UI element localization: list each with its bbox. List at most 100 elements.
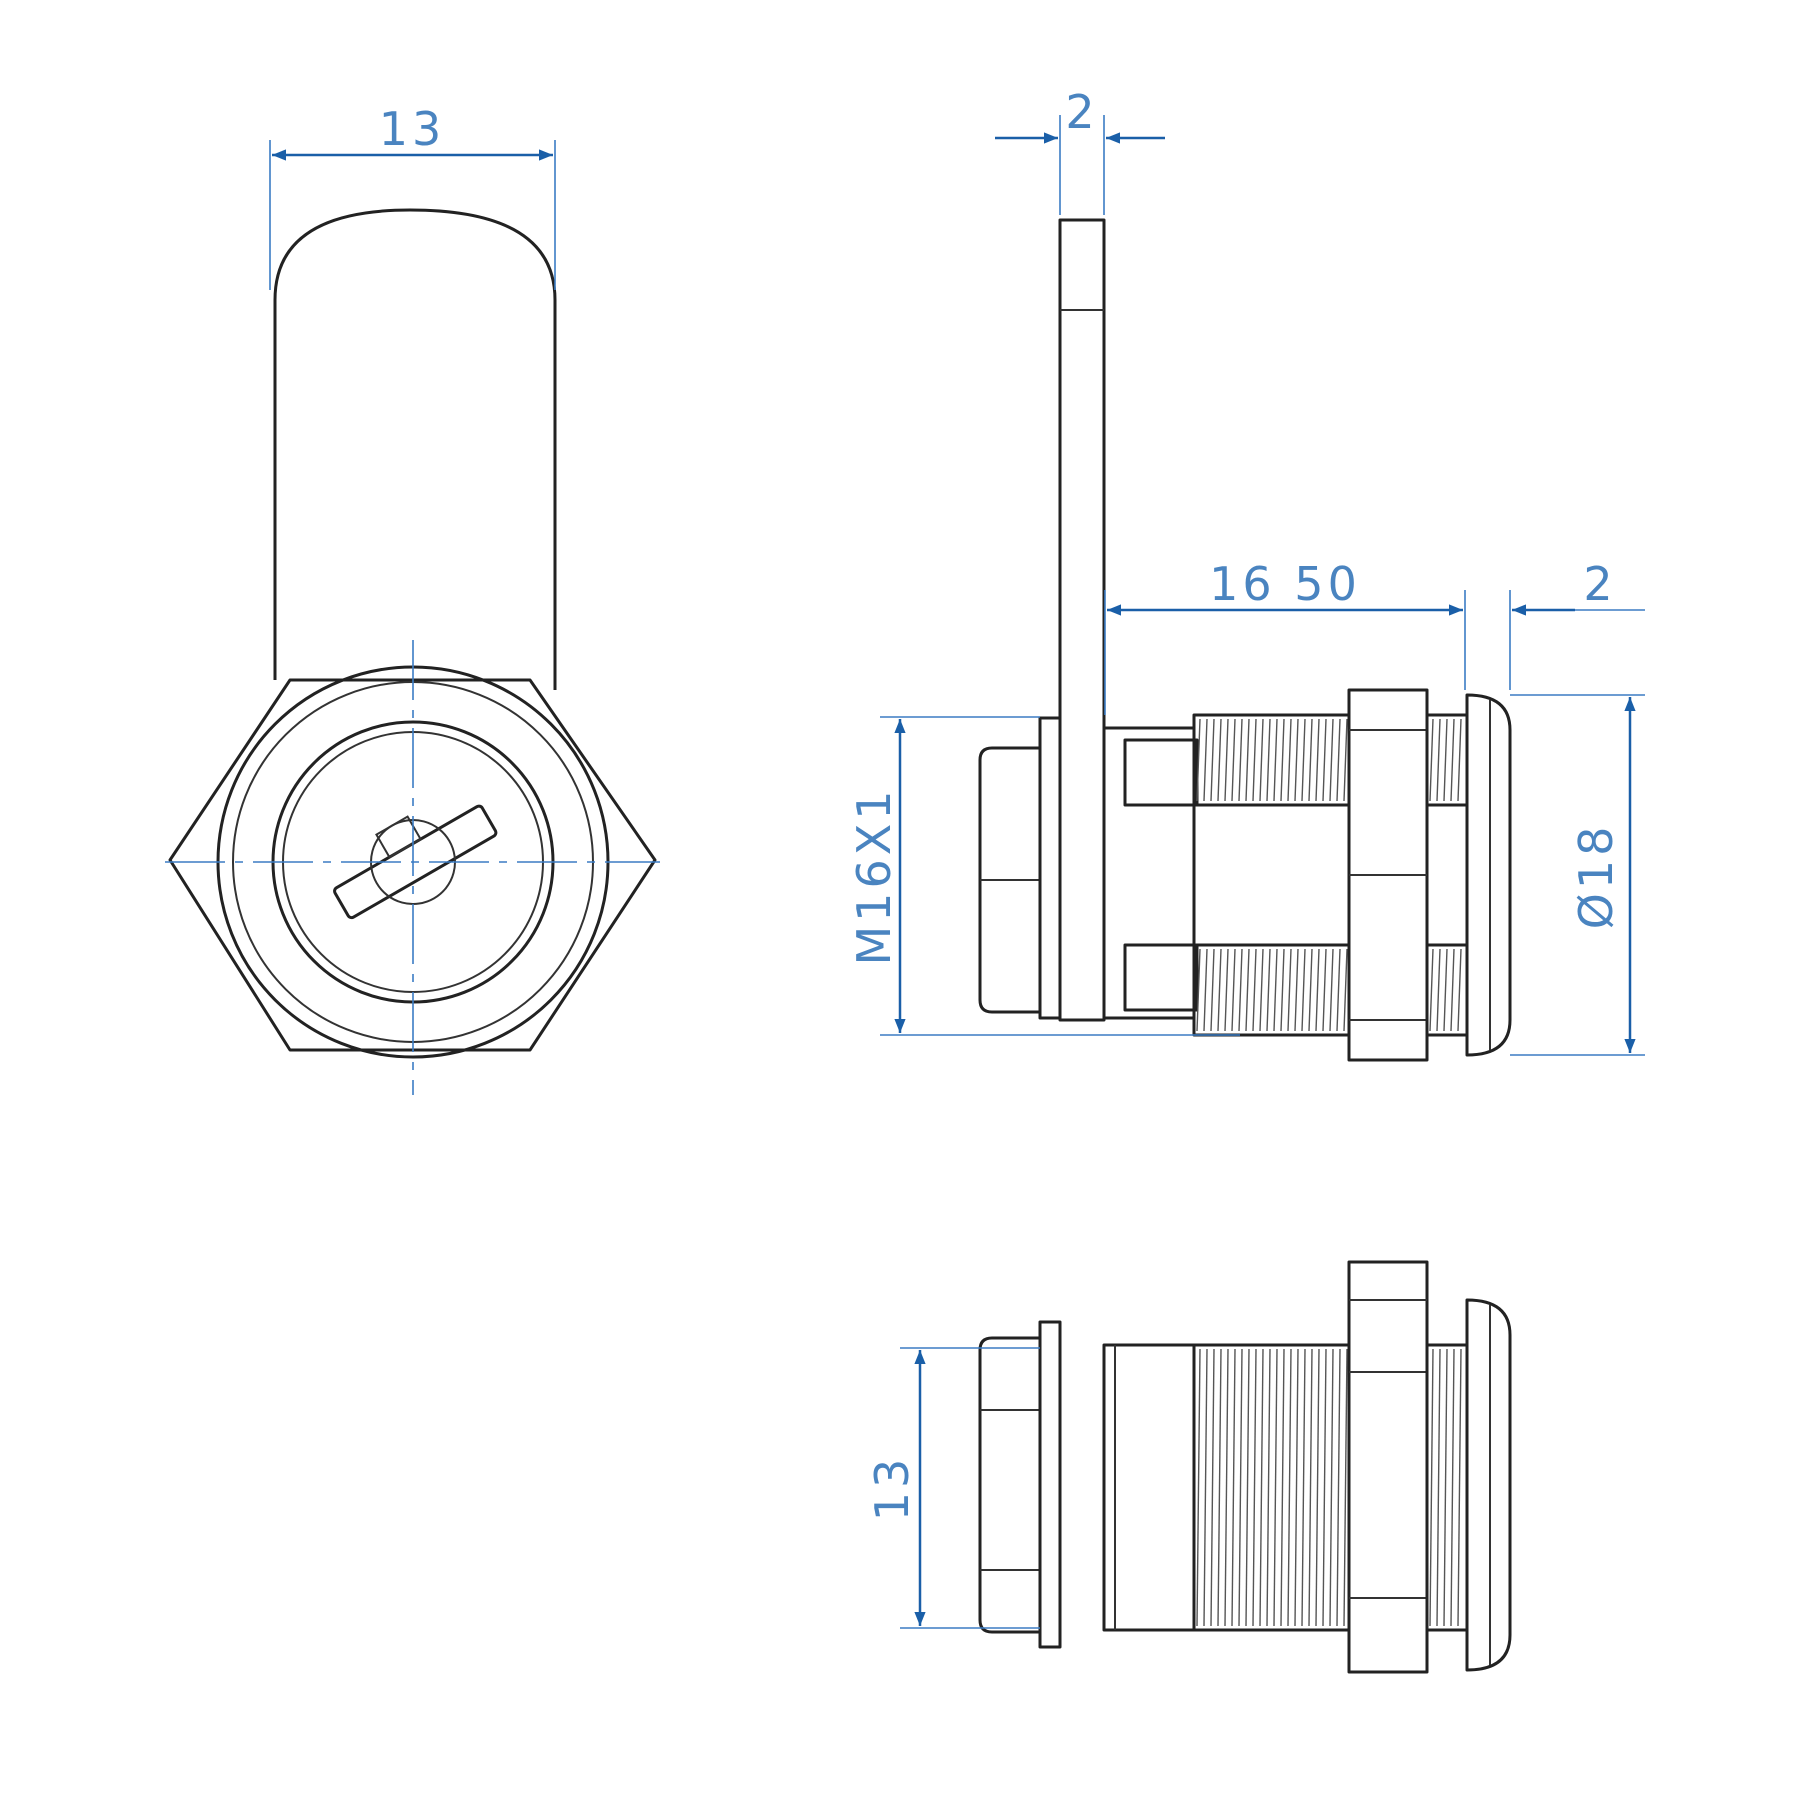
thread-hatch-line bbox=[1308, 718, 1313, 802]
thread-hatch-line bbox=[1196, 948, 1201, 1032]
top-view: 13 bbox=[865, 1260, 1512, 1674]
thread-hatch-line bbox=[1245, 948, 1250, 1032]
thread-hatch-line bbox=[1436, 948, 1441, 1032]
thread-hatch-line bbox=[1443, 1348, 1448, 1627]
thread-hatch-line bbox=[1252, 948, 1257, 1032]
thread-hatch-line bbox=[1308, 1348, 1313, 1627]
thread-hatch-line bbox=[1280, 1348, 1285, 1627]
thread-hatch-line bbox=[1343, 1348, 1348, 1627]
front-view: 13 bbox=[165, 102, 660, 1095]
thread-hatch-line bbox=[1231, 948, 1236, 1032]
thread-hatch-line bbox=[1203, 948, 1208, 1032]
cam-bar bbox=[1058, 218, 1106, 1022]
thread-hatch-line bbox=[1231, 718, 1236, 802]
thread-lines bbox=[1196, 718, 1462, 1032]
top-mounting-nut bbox=[1347, 1260, 1429, 1674]
thread-hatch-line bbox=[1266, 718, 1271, 802]
keyway bbox=[333, 804, 498, 920]
thread-hatch-line bbox=[1336, 948, 1341, 1032]
length-label: 16 50 bbox=[1209, 557, 1361, 611]
thread-hatch-line bbox=[1343, 948, 1348, 1032]
top-thread-lines bbox=[1196, 1348, 1462, 1627]
thread-hatch-line bbox=[1343, 718, 1348, 802]
thread-hatch-line bbox=[1287, 948, 1292, 1032]
thread-hatch-line bbox=[1259, 948, 1264, 1032]
plug-slot-bottom bbox=[1123, 943, 1199, 1012]
thread-hatch-line bbox=[1436, 1348, 1441, 1627]
thread-hatch-line bbox=[1273, 718, 1278, 802]
thread-hatch-line bbox=[1443, 948, 1448, 1032]
thread-hatch-line bbox=[1429, 948, 1434, 1032]
thread-hatch-line bbox=[1266, 1348, 1271, 1627]
thread-hatch-line bbox=[1294, 948, 1299, 1032]
thread-hatch-line bbox=[1224, 1348, 1229, 1627]
plug-body bbox=[1102, 726, 1196, 1020]
thread-hatch-line bbox=[1280, 948, 1285, 1032]
thread-hatch-line bbox=[1245, 1348, 1250, 1627]
thread-hatch-line bbox=[1238, 1348, 1243, 1627]
thread-hatch-line bbox=[1210, 1348, 1215, 1627]
thread-hatch-line bbox=[1259, 1348, 1264, 1627]
thread-hatch-line bbox=[1315, 1348, 1320, 1627]
thread-hatch-line bbox=[1217, 718, 1222, 802]
thread-hatch-line bbox=[1273, 948, 1278, 1032]
thread-hatch-line bbox=[1315, 948, 1320, 1032]
thread-hatch-line bbox=[1196, 718, 1201, 802]
thread-hatch-line bbox=[1287, 1348, 1292, 1627]
thread-hatch-line bbox=[1429, 1348, 1434, 1627]
thread-hatch-line bbox=[1294, 718, 1299, 802]
thread-hatch-line bbox=[1450, 1348, 1455, 1627]
thread-hatch-line bbox=[1203, 1348, 1208, 1627]
thread-hatch-line bbox=[1252, 718, 1257, 802]
thread-hatch-line bbox=[1245, 718, 1250, 802]
thread-hatch-line bbox=[1329, 948, 1334, 1032]
thread-hatch-line bbox=[1457, 718, 1462, 802]
thread-hatch-line bbox=[1252, 1348, 1257, 1627]
thread-hatch-line bbox=[1301, 1348, 1306, 1627]
thread-hatch-line bbox=[1308, 948, 1313, 1032]
cam-thickness-label: 2 bbox=[1065, 85, 1098, 139]
thread-hatch-line bbox=[1203, 718, 1208, 802]
top-width-label: 13 bbox=[865, 1455, 919, 1522]
thread-hatch-line bbox=[1301, 718, 1306, 802]
hex-body bbox=[168, 678, 657, 1052]
flange-thickness-label: 2 bbox=[1583, 557, 1616, 611]
thread-hatch-line bbox=[1450, 948, 1455, 1032]
thread-hatch-line bbox=[1294, 1348, 1299, 1627]
thread-hatch-line bbox=[1273, 1348, 1278, 1627]
thread-hatch-line bbox=[1224, 718, 1229, 802]
thread-hatch-line bbox=[1322, 718, 1327, 802]
thread-hatch-line bbox=[1287, 718, 1292, 802]
thread-hatch-line bbox=[1336, 718, 1341, 802]
thread-hatch-line bbox=[1231, 1348, 1236, 1627]
front-width-label: 13 bbox=[379, 102, 446, 156]
side-view: 2 16 50 2 M16X1 Ø18 bbox=[847, 85, 1645, 1062]
cam-lever bbox=[273, 208, 557, 690]
thread-label: M16X1 bbox=[847, 786, 901, 965]
thread-hatch-line bbox=[1457, 1348, 1462, 1627]
top-plug-body bbox=[1102, 1343, 1196, 1632]
thread-hatch-line bbox=[1329, 718, 1334, 802]
top-washer bbox=[1038, 1320, 1062, 1649]
thread-hatch-line bbox=[1238, 718, 1243, 802]
thread-hatch-line bbox=[1224, 948, 1229, 1032]
flange-head bbox=[1465, 693, 1512, 1057]
thread-hatch-line bbox=[1210, 948, 1215, 1032]
diameter-label: Ø18 bbox=[1569, 823, 1623, 930]
thread-hatch-line bbox=[1266, 948, 1271, 1032]
thread-hatch-line bbox=[1322, 1348, 1327, 1627]
top-flange-head bbox=[1465, 1298, 1512, 1672]
thread-hatch-line bbox=[1429, 718, 1434, 802]
thread-hatch-line bbox=[1301, 948, 1306, 1032]
thread-hatch-line bbox=[1450, 718, 1455, 802]
thread-hatch-line bbox=[1259, 718, 1264, 802]
top-retaining-nut bbox=[978, 1336, 1042, 1634]
thread-hatch-line bbox=[1322, 948, 1327, 1032]
washer bbox=[1038, 716, 1062, 1020]
thread-hatch-line bbox=[1336, 1348, 1341, 1627]
thread-hatch-line bbox=[1436, 718, 1441, 802]
thread-hatch-line bbox=[1315, 718, 1320, 802]
thread-hatch-line bbox=[1443, 718, 1448, 802]
